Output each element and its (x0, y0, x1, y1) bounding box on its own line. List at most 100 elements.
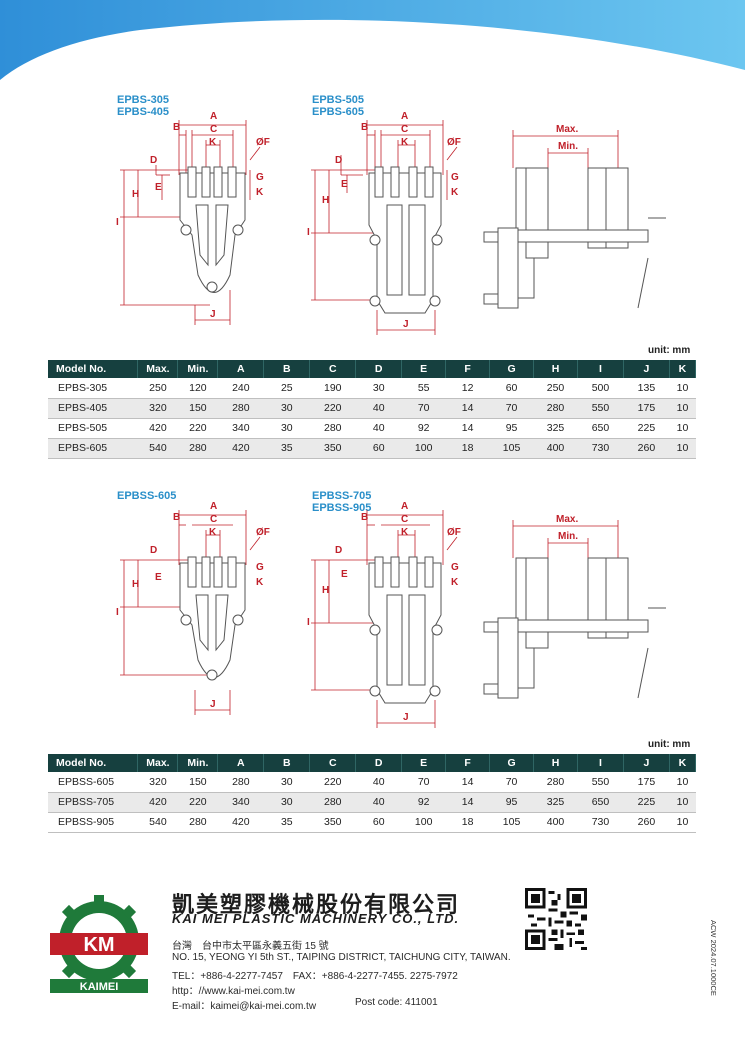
value-cell: 25 (263, 378, 310, 399)
value-cell: 95 (489, 792, 534, 813)
value-cell: 650 (577, 792, 624, 813)
dim-f: ØF (447, 527, 461, 538)
value-cell: 14 (445, 418, 490, 439)
dim-b: B (173, 122, 180, 133)
email-link[interactable]: E-mail：kaimei@kai-mei.com.tw (172, 1001, 317, 1012)
dim-c: C (401, 514, 408, 525)
dim-i: I (116, 217, 119, 228)
column-header-e: E (401, 360, 447, 378)
bracket-drawing-small: A B C K ØF D E G K H I J (110, 105, 280, 335)
column-header-g: G (489, 360, 535, 378)
column-header-e: E (401, 754, 447, 772)
value-cell: 240 (217, 378, 264, 399)
dim-c: C (210, 124, 217, 135)
column-header-d: D (355, 360, 403, 378)
value-cell: 320 (137, 398, 178, 419)
unit-label-1: unit: mm (648, 345, 691, 356)
column-header-a: A (217, 754, 265, 772)
column-header-j: J (623, 360, 670, 378)
dim-i: I (116, 607, 119, 618)
logo-letters: KM (83, 934, 114, 956)
bracket-drawing-large-2: A B C K ØF D E G K H I J (305, 495, 475, 730)
value-cell: 70 (489, 772, 534, 793)
dim-a: A (210, 501, 217, 512)
value-cell: 190 (309, 378, 356, 399)
dim-d: D (150, 155, 157, 166)
dim-i: I (307, 227, 310, 238)
column-header-b: B (263, 360, 311, 378)
dim-b: B (361, 512, 368, 523)
column-header-max-: Max. (137, 360, 179, 378)
value-cell: 500 (577, 378, 624, 399)
model-cell: EPBSS-905 (48, 812, 138, 833)
dim-b: B (173, 512, 180, 523)
value-cell: 220 (177, 418, 218, 439)
dim-g: G (256, 172, 264, 183)
value-cell: 260 (623, 812, 670, 833)
dim-a: A (401, 111, 408, 122)
column-header-a: A (217, 360, 265, 378)
value-cell: 105 (489, 438, 534, 459)
dim-j: J (403, 319, 409, 330)
value-cell: 280 (309, 418, 356, 439)
value-cell: 10 (669, 378, 696, 399)
bracket-drawing-large: A B C K ØF D E G K H I J (305, 105, 475, 335)
value-cell: 30 (355, 378, 402, 399)
value-cell: 220 (309, 772, 356, 793)
value-cell: 325 (533, 792, 578, 813)
dim-d: D (335, 155, 342, 166)
kaimei-logo: KM KAIMEI (44, 893, 154, 995)
model-label-epbs-505-605: EPBS-505 EPBS-605 (312, 94, 364, 118)
dim-g: G (451, 172, 459, 183)
value-cell: 400 (533, 812, 578, 833)
value-cell: 280 (533, 398, 578, 419)
value-cell: 350 (309, 812, 356, 833)
value-cell: 55 (401, 378, 446, 399)
value-cell: 175 (623, 398, 670, 419)
value-cell: 12 (445, 378, 490, 399)
value-cell: 420 (217, 438, 264, 459)
dim-c: C (401, 124, 408, 135)
dim-min: Min. (558, 531, 578, 542)
value-cell: 10 (669, 812, 696, 833)
model-label-epbs-305-405: EPBS-305 EPBS-405 (117, 94, 169, 118)
value-cell: 320 (137, 772, 178, 793)
dim-h: H (132, 579, 139, 590)
website-link[interactable]: http：//www.kai-mei.com.tw (172, 986, 295, 997)
column-header-b: B (263, 754, 311, 772)
model-label-epbss-705-905: EPBSS-705 EPBSS-905 (312, 490, 372, 514)
value-cell: 420 (137, 418, 178, 439)
address-en: NO. 15, YEONG YI 5th ST., TAIPING DISTRI… (172, 952, 511, 963)
dim-k2: K (451, 187, 459, 198)
dim-a: A (401, 501, 408, 512)
dim-g: G (256, 562, 264, 573)
value-cell: 40 (355, 398, 402, 419)
dim-max: Max. (556, 124, 578, 135)
document-code: ACW 2024.07.1000CE (709, 920, 718, 996)
dim-e: E (341, 569, 348, 580)
model-cell: EPBS-305 (48, 378, 138, 399)
value-cell: 95 (489, 418, 534, 439)
dim-a: A (210, 111, 217, 122)
column-header-c: C (309, 360, 357, 378)
value-cell: 14 (445, 772, 490, 793)
dim-f: ØF (256, 527, 270, 538)
value-cell: 30 (263, 398, 310, 419)
dim-g: G (451, 562, 459, 573)
model-label-epbss-605: EPBSS-605 (117, 490, 177, 502)
value-cell: 280 (217, 772, 264, 793)
value-cell: 250 (137, 378, 178, 399)
side-view-drawing: Max. Min. (478, 118, 678, 318)
value-cell: 280 (533, 772, 578, 793)
value-cell: 18 (445, 438, 490, 459)
value-cell: 225 (623, 418, 670, 439)
model-cell: EPBS-605 (48, 438, 138, 459)
value-cell: 105 (489, 812, 534, 833)
dim-d: D (335, 545, 342, 556)
dim-b: B (361, 122, 368, 133)
